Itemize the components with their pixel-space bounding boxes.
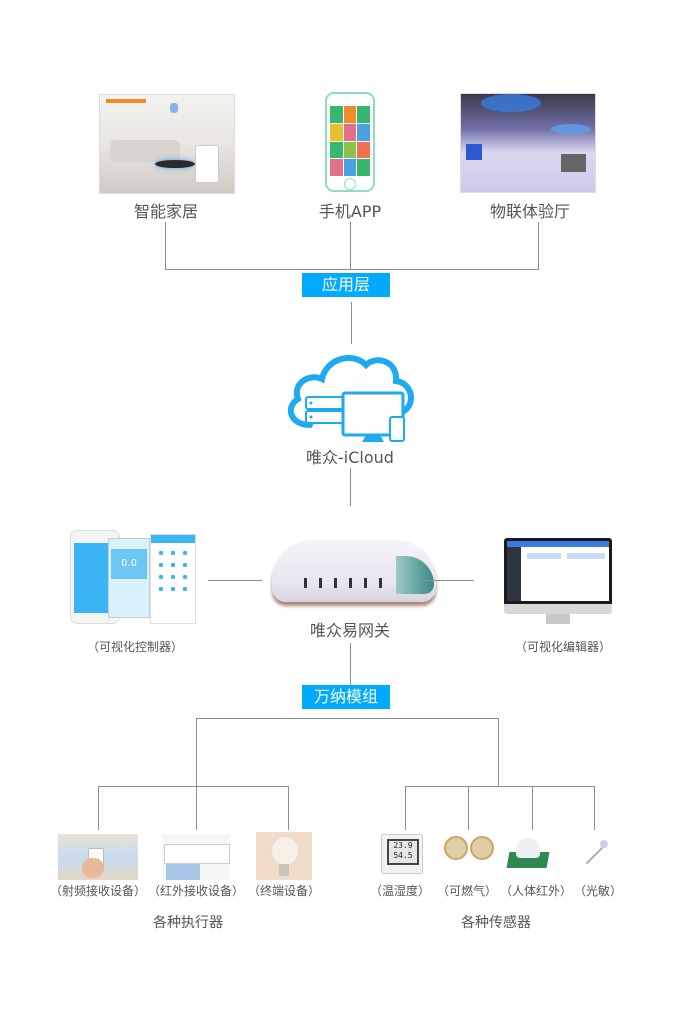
connector-line [468,786,469,830]
phone-app-photo [325,92,375,192]
iot-showroom-photo [460,93,596,193]
rf-remote-photo [58,834,138,880]
photoresistor-photo [578,838,614,870]
connector-line [594,786,595,830]
actuator-label: （红外接收设备） [147,884,244,898]
connector-line [350,468,351,506]
editor-label: （可视化编辑器） [514,640,611,654]
controller-label: （可视化控制器） [86,640,183,654]
sensor-group-label: 各种传感器 [461,915,531,931]
connector-line [351,302,352,344]
light-bulb-photo [256,832,312,880]
connector-line [350,643,351,685]
connector-line [538,222,539,269]
thermo-humidity: 54.5 [393,851,413,860]
connector-line [350,222,351,269]
visual-editor-monitor [504,538,612,626]
connector-line [165,269,539,270]
top-item-label: 物联体验厅 [489,202,570,221]
connector-line [98,786,288,787]
sensor-label: （可燃气） [436,884,497,898]
cloud-label: 唯众-iCloud [306,448,394,467]
connector-line [208,580,262,581]
connector-line [405,786,595,787]
actuator-label: （终端设备） [247,884,320,898]
smart-home-photo [99,94,235,194]
actuator-label: （射频接收设备） [49,884,146,898]
connector-line [405,786,406,830]
controller-reading: 0.0 [111,549,147,579]
connector-line [532,786,533,830]
gateway-device [268,530,440,610]
sensor-label: （人体红外） [499,884,572,898]
connector-line [196,786,197,830]
sensor-label: （光敏） [573,884,622,898]
actuator-group-label: 各种执行器 [153,915,223,931]
application-layer-tag: 应用层 [302,273,390,297]
air-conditioner-photo [162,834,230,880]
thermo-temp: 23.9 [393,841,413,850]
top-item-label: 手机APP [318,202,382,221]
connector-line [288,786,289,830]
connector-line [165,222,166,269]
pir-sensor-photo [506,836,550,872]
connector-line [196,718,499,719]
sensor-label: （温湿度） [369,884,430,898]
gas-sensor-photo [444,836,494,870]
module-tag: 万纳模组 [302,685,390,709]
connector-line [196,718,197,786]
connector-line [498,718,499,786]
cloud-icon [287,354,414,442]
connector-line [98,786,99,830]
gateway-label: 唯众易网关 [309,621,390,640]
thermo-hygrometer-photo: 23.9 54.5 [381,834,423,874]
top-item-label: 智能家居 [133,202,198,221]
connector-line [420,580,474,581]
visual-controller-phones: 0.0 [70,528,196,628]
